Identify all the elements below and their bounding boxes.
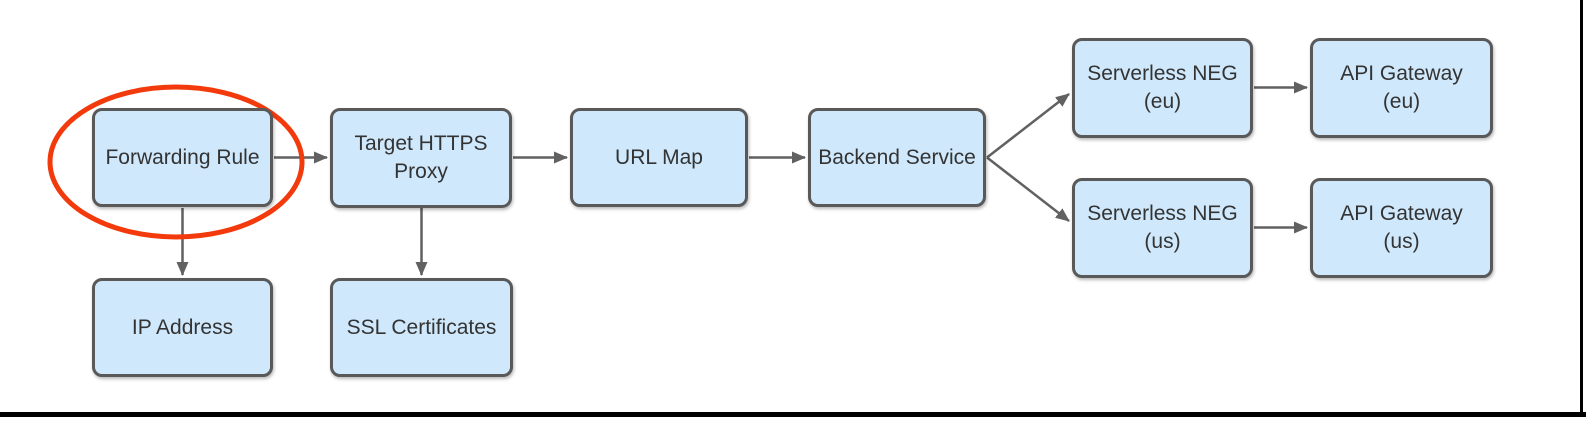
node-url-map[interactable]: URL Map	[570, 108, 748, 207]
node-label: IP Address	[131, 315, 234, 339]
node-backend-service[interactable]: Backend Service	[808, 108, 986, 207]
node-api-gateway-eu[interactable]: API Gateway (eu)	[1310, 38, 1493, 138]
node-label: URL Map	[615, 145, 703, 169]
node-serverless-neg-us[interactable]: Serverless NEG (us)	[1072, 178, 1253, 278]
node-label: Backend Service	[818, 145, 976, 169]
node-label: Target HTTPS Proxy	[354, 132, 488, 183]
node-label: SSL Certificates	[346, 315, 497, 339]
node-serverless-neg-eu[interactable]: Serverless NEG (eu)	[1072, 38, 1253, 138]
node-forwarding-rule[interactable]: Forwarding Rule	[92, 108, 273, 207]
node-label: Forwarding Rule	[105, 145, 260, 169]
node-ip-address[interactable]: IP Address	[92, 278, 273, 377]
node-label: Serverless NEG (us)	[1087, 202, 1238, 253]
node-label: Serverless NEG (eu)	[1087, 62, 1238, 113]
edge-backend-service-to-serverless-neg-us	[986, 156, 1070, 222]
node-label: API Gateway (eu)	[1340, 62, 1463, 113]
window-frame-right-edge	[1580, 0, 1583, 417]
highlight-ellipse-annotation	[47, 84, 305, 240]
window-frame-bottom-edge	[0, 412, 1586, 417]
edge-backend-service-to-serverless-neg-eu	[986, 93, 1070, 159]
node-ssl-certificates[interactable]: SSL Certificates	[330, 278, 513, 377]
node-target-https-proxy[interactable]: Target HTTPS Proxy	[330, 108, 512, 208]
node-api-gateway-us[interactable]: API Gateway (us)	[1310, 178, 1493, 278]
node-label: API Gateway (us)	[1340, 202, 1463, 253]
